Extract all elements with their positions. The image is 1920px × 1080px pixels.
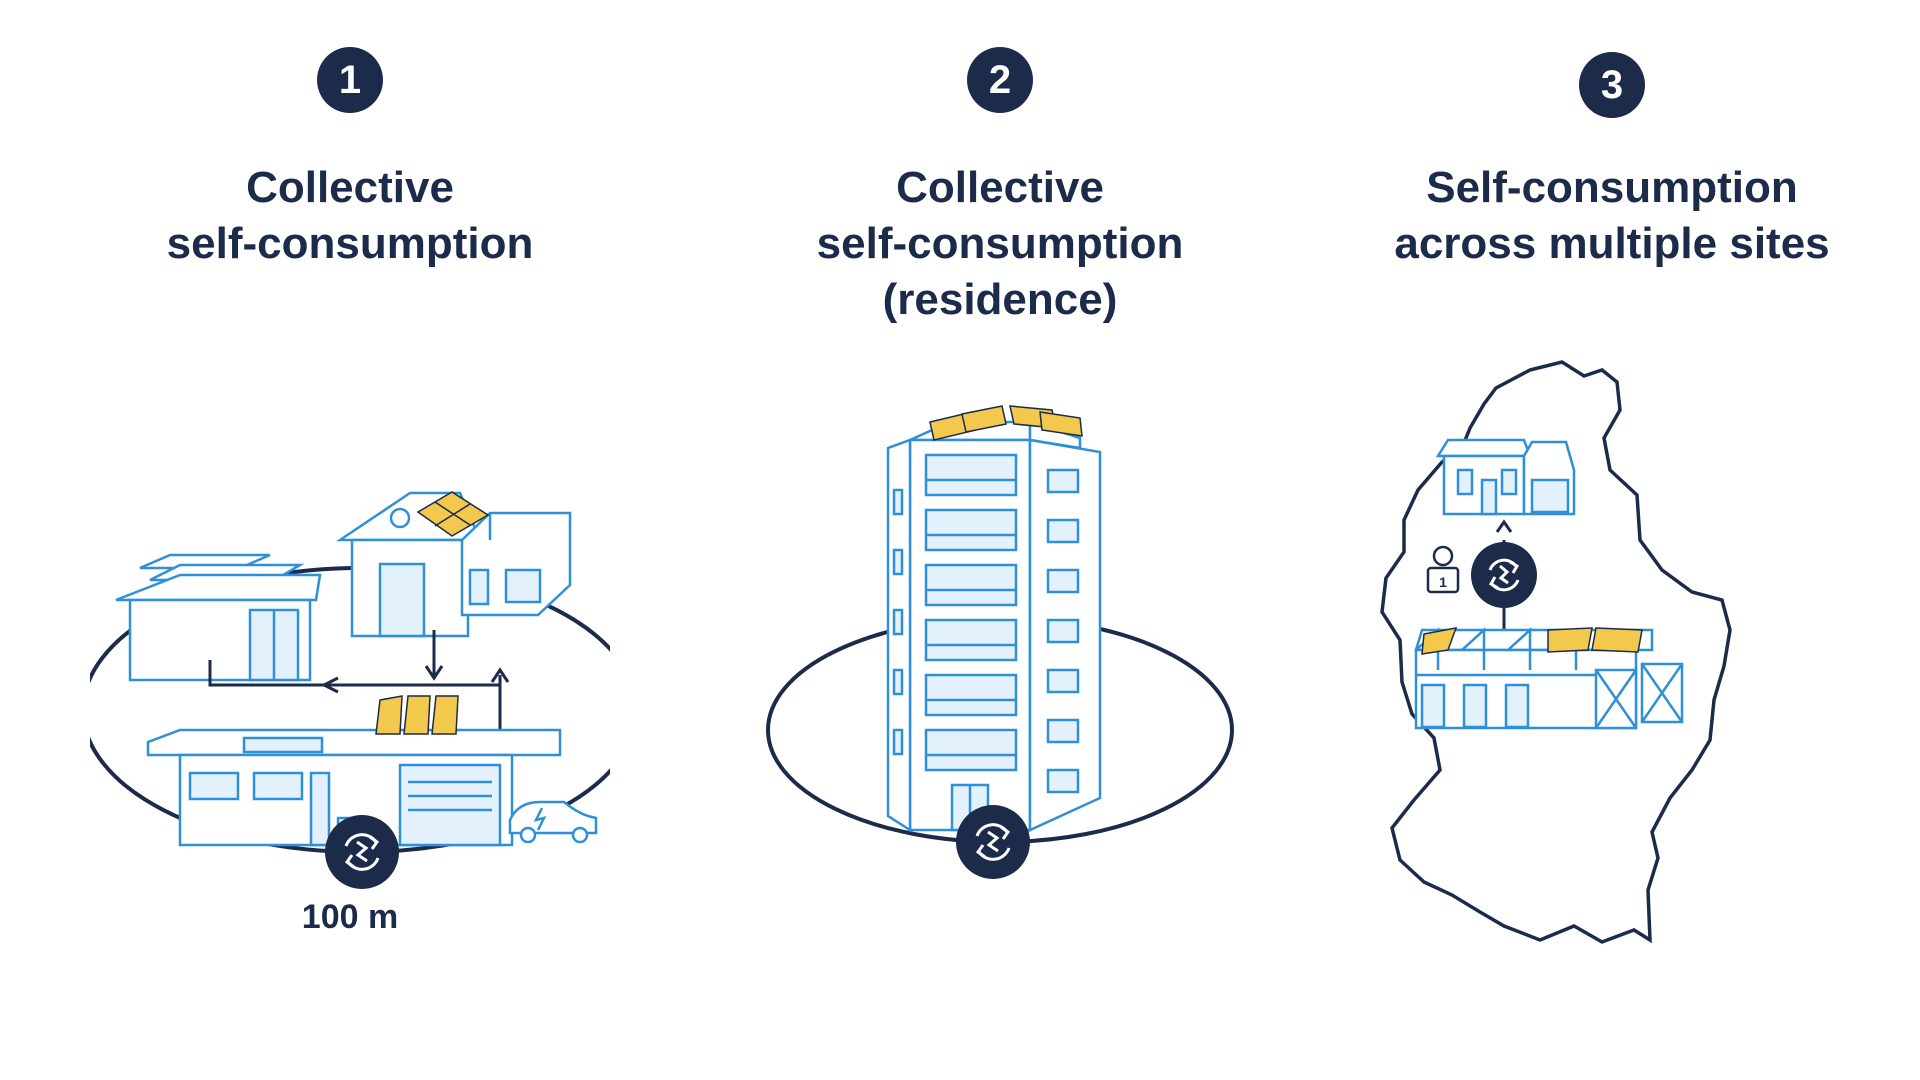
scenario-3: 3 Self-consumption across multiple sites… [1352,0,1872,1080]
solar-panel-icon [929,405,1083,441]
exchange-icon [1471,542,1537,608]
scenario-1-title-line-2: self-consumption [166,219,534,268]
scenario-2-title-line-2: self-consumption [816,219,1184,268]
neighbourhood-illustration [90,491,610,889]
scenario-2-title-line-3: (residence) [882,275,1118,324]
scenario-3-title-line-1: Self-consumption [1426,163,1798,212]
solar-panel-icon [1421,627,1643,655]
scenario-2-title-line-1: Collective [896,163,1104,212]
step-badge-1: 1 [317,47,383,113]
exchange-icon [956,805,1030,879]
scenario-1-title-line-1: Collective [246,163,454,212]
scenario-2-title: Collective self-consumption (residence) [740,160,1260,328]
user-icon [1426,545,1460,594]
scenario-3-title: Self-consumption across multiple sites [1352,160,1872,272]
distance-label: 100 m [301,898,399,936]
multi-site-illustration: 1 [1380,360,1732,944]
house-icon [1435,438,1576,516]
scenario-2: 2 Collective self-consumption (residence… [740,0,1260,1080]
step-badge-3: 3 [1579,52,1645,118]
apartment-building-icon [886,420,1102,833]
solar-panel-icon [375,695,459,735]
electric-car-icon [508,800,598,844]
energy-flow-lines [208,630,510,735]
top-house-icon [335,491,572,638]
solar-panel-icon [416,491,490,537]
apartment-illustration [766,405,1234,879]
scenario-1-title: Collective self-consumption [90,160,610,272]
left-house-icon [115,553,322,682]
bottom-house-icon [146,728,562,847]
user-badge-number: 1 [1439,574,1447,590]
step-badge-2: 2 [967,47,1033,113]
scenario-1: 1 Collective self-consumption [90,0,610,1080]
scenario-3-title-line-2: across multiple sites [1394,219,1830,268]
exchange-icon [325,815,399,889]
